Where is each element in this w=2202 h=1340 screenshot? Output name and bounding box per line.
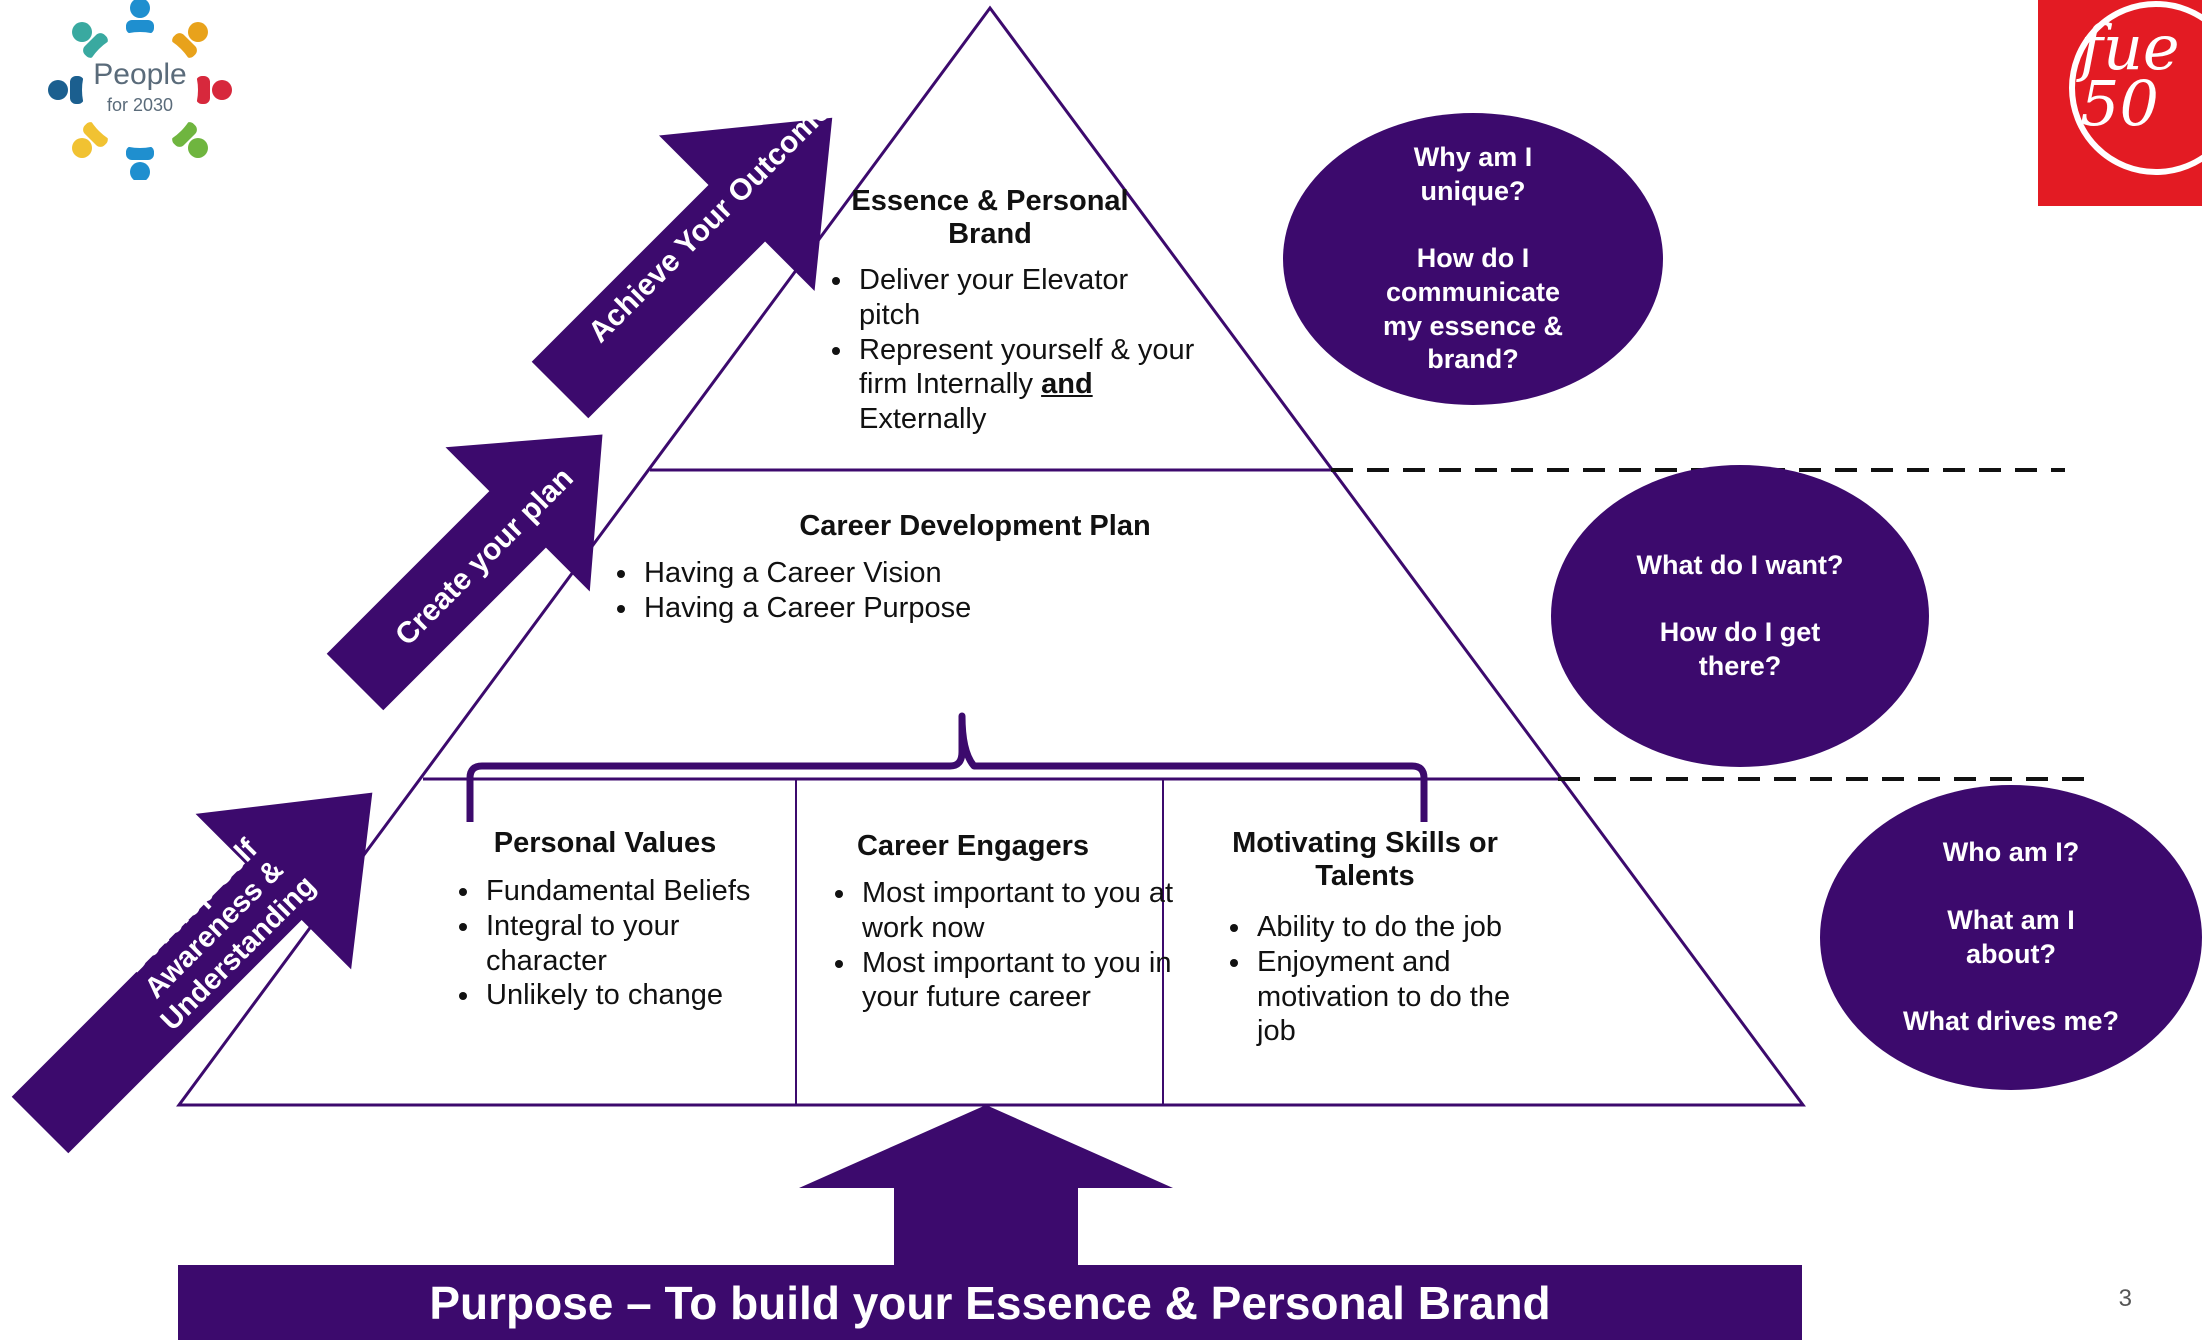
engagers-bullet-2: Most important to you in your future car… — [858, 946, 1188, 1016]
personal-values-bullets: Fundamental Beliefs Integral to your cha… — [442, 874, 802, 1013]
middle-tier-bullets: Having a Career Vision Having a Career P… — [600, 556, 1200, 626]
fuel50-logo: fue 50 — [2038, 0, 2202, 206]
top-tier-title: Essence & Personal Brand — [851, 185, 1129, 251]
values-bullet-3: Unlikely to change — [482, 978, 802, 1013]
circle-plan-questions: What do I want? How do I get there? — [1551, 465, 1929, 767]
page-number: 3 — [2118, 1285, 2132, 1312]
people-logo-ring — [48, 0, 232, 182]
fuel50-logo-text: fue 50 — [2080, 11, 2180, 140]
values-bullet-1: Fundamental Beliefs — [482, 874, 802, 909]
career-engagers-title: Career Engagers — [856, 830, 1090, 862]
top-tier-bullets: Deliver your Elevator pitch Represent yo… — [815, 263, 1195, 437]
circle-self-questions: Who am I? What am I about? What drives m… — [1820, 785, 2202, 1090]
motivating-skills-bullets: Ability to do the job Enjoyment and moti… — [1213, 910, 1553, 1049]
skills-bullet-2: Enjoyment and motivation to do the job — [1253, 945, 1553, 1049]
personal-values-title: Personal Values — [493, 827, 717, 859]
fuel50-logo-mark — [2069, 1, 2202, 175]
career-engagers-bullets: Most important to you at work now Most i… — [818, 876, 1188, 1015]
purpose-up-arrow — [799, 1105, 1173, 1268]
middle-tier-title: Career Development Plan — [799, 510, 1151, 542]
people-for-2030-logo: People for 2030 — [40, 0, 240, 182]
values-bullet-2: Integral to your character — [482, 909, 802, 979]
people-logo-subtext: for 2030 — [106, 95, 174, 115]
arrow-achieve — [531, 117, 833, 419]
skills-bullet-1: Ability to do the job — [1253, 910, 1553, 945]
middle-bullet-2: Having a Career Purpose — [640, 591, 1200, 626]
arrow-develop — [11, 792, 373, 1154]
arrow-create — [326, 434, 603, 711]
purpose-banner: Purpose – To build your Essence & Person… — [178, 1265, 1802, 1340]
top-bullet-2: Represent yourself & your firm Internall… — [855, 333, 1195, 437]
motivating-skills-title: Motivating Skills or Talents — [1232, 827, 1498, 893]
engagers-bullet-1: Most important to you at work now — [858, 876, 1188, 946]
circle-essence-questions: Why am I unique? How do I communicate my… — [1283, 113, 1663, 405]
middle-bullet-1: Having a Career Vision — [640, 556, 1200, 591]
curly-bracket — [466, 712, 1428, 822]
top-bullet-1: Deliver your Elevator pitch — [855, 263, 1195, 333]
people-logo-text: People — [93, 58, 187, 91]
